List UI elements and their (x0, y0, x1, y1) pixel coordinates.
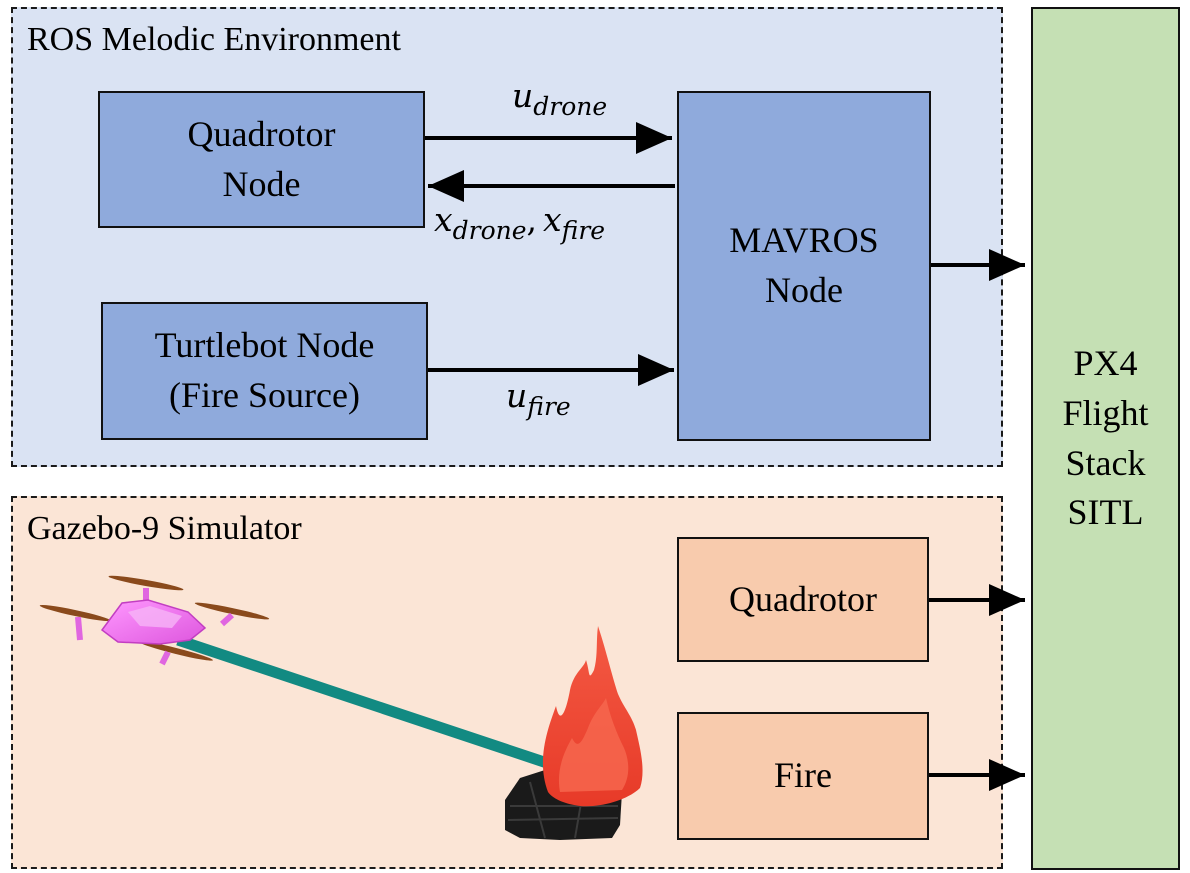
turtlebot-node-line2: (Fire Source) (169, 375, 360, 415)
drone-mast-4 (159, 650, 171, 666)
drone-propeller-1 (108, 575, 184, 591)
drone-mast-2 (219, 612, 235, 627)
u-fire-base: u (506, 376, 528, 415)
px4-line4: SITL (1067, 492, 1144, 533)
px4-line2: Flight (1062, 392, 1149, 433)
drone-propeller-4 (139, 641, 213, 661)
x-drone-x-fire-label: xdrone,xfire (434, 200, 605, 245)
fire-illustration (505, 626, 643, 840)
mavros-node-line2: Node (765, 270, 843, 310)
x-fire-sub: fire (561, 216, 606, 245)
drone-propeller-3 (39, 604, 111, 622)
quadrotor-node-line2: Node (222, 163, 301, 204)
x-drone-sub: drone (452, 216, 527, 245)
mavros-node-line1: MAVROS (729, 220, 879, 261)
ros-region-title: ROS Melodic Environment (27, 21, 401, 58)
px4-sitl-block: PX4 Flight Stack SITL (1031, 7, 1180, 870)
quadrotor-node-line1: Quadrotor (187, 113, 336, 154)
quadrotor-node: Quadrotor Node (98, 91, 425, 228)
tether-line (176, 634, 558, 772)
quadrotor-model-label: Quadrotor (729, 578, 877, 619)
u-drone-base: u (512, 76, 534, 115)
x-drone-base: x (434, 200, 453, 239)
px4-line3: Stack (1065, 442, 1146, 483)
drone-body-top (128, 606, 182, 628)
signal-separator: , (526, 200, 538, 239)
gazebo-region-title: Gazebo-9 Simulator (27, 510, 302, 547)
u-drone-label: udrone (512, 76, 607, 121)
firewood-lines (507, 779, 619, 839)
mavros-node: MAVROS Node (677, 91, 931, 441)
quadrotor-model: Quadrotor (677, 537, 929, 662)
u-drone-sub: drone (533, 92, 608, 121)
fire-flame-inner (558, 698, 629, 792)
u-fire-sub: fire (527, 392, 571, 421)
x-fire-base: x (543, 200, 562, 239)
px4-line1: PX4 (1073, 343, 1138, 384)
drone-illustration (39, 575, 270, 666)
turtlebot-node: Turtlebot Node (Fire Source) (101, 302, 428, 440)
fire-model-label: Fire (774, 755, 832, 796)
turtlebot-node-line1: Turtlebot Node (154, 325, 375, 366)
drone-mast-3 (75, 616, 83, 641)
fire-model: Fire (677, 712, 929, 840)
u-fire-label: ufire (506, 376, 571, 421)
drone-propeller-2 (194, 602, 270, 620)
